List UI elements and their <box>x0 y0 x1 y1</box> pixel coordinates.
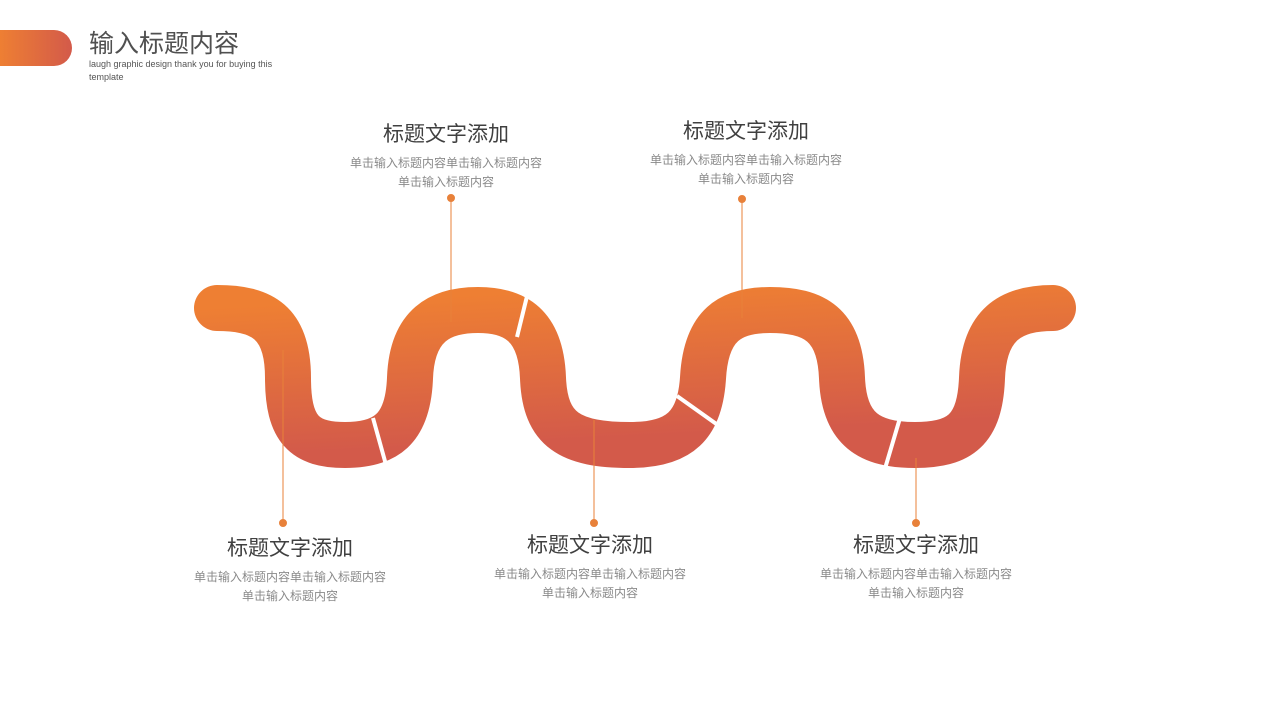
page-subtitle: laugh graphic design thank you for buyin… <box>89 59 273 82</box>
page-title: 输入标题内容 <box>89 29 240 58</box>
leader-dot <box>447 194 455 202</box>
item-title: 标题文字添加 <box>527 533 653 557</box>
timeline-item: 标题文字添加 单击输入标题内容单击输入标题内容单击输入标题内容 <box>170 534 410 606</box>
item-desc: 单击输入标题内容单击输入标题内容单击输入标题内容 <box>349 156 542 189</box>
leader-dot <box>738 195 746 203</box>
leader-dot <box>590 519 598 527</box>
timeline-item: 标题文字添加 单击输入标题内容单击输入标题内容单击输入标题内容 <box>326 120 566 192</box>
timeline-item: 标题文字添加 单击输入标题内容单击输入标题内容单击输入标题内容 <box>796 531 1036 603</box>
item-desc: 单击输入标题内容单击输入标题内容单击输入标题内容 <box>493 567 686 600</box>
item-desc: 单击输入标题内容单击输入标题内容单击输入标题内容 <box>819 567 1012 600</box>
header-accent-tab <box>0 30 72 66</box>
leader-dot <box>912 519 920 527</box>
item-title: 标题文字添加 <box>383 122 509 146</box>
wave-band <box>194 285 1076 469</box>
item-title: 标题文字添加 <box>227 536 353 560</box>
item-title: 标题文字添加 <box>683 119 809 143</box>
leader-dot <box>279 519 287 527</box>
timeline-item: 标题文字添加 单击输入标题内容单击输入标题内容单击输入标题内容 <box>626 117 866 189</box>
timeline-item: 标题文字添加 单击输入标题内容单击输入标题内容单击输入标题内容 <box>470 531 710 603</box>
item-desc: 单击输入标题内容单击输入标题内容单击输入标题内容 <box>193 570 386 603</box>
item-title: 标题文字添加 <box>853 533 979 557</box>
item-desc: 单击输入标题内容单击输入标题内容单击输入标题内容 <box>649 153 842 186</box>
segment-gaps <box>371 283 902 473</box>
